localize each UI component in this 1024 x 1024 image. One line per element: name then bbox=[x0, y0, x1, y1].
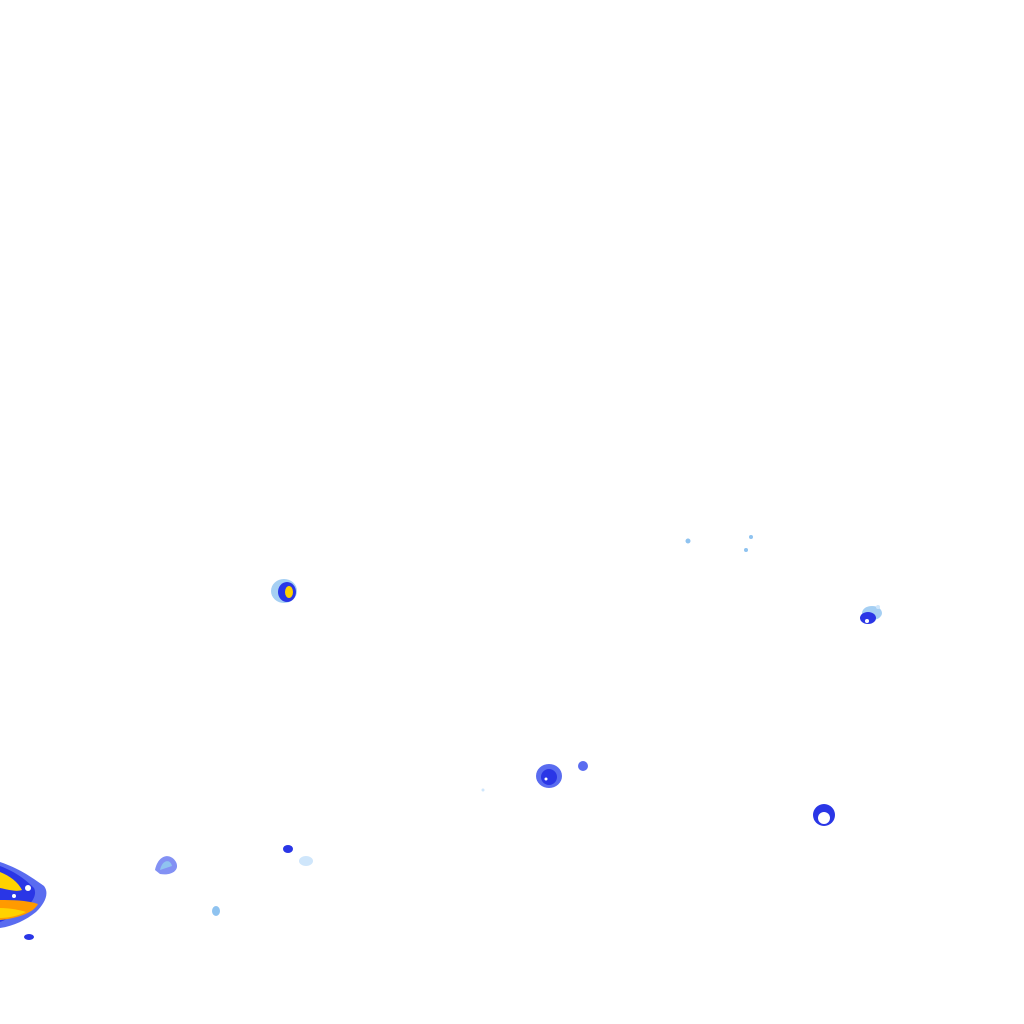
precip-cell-f bbox=[0, 862, 47, 928]
precip-cell-c2 bbox=[578, 761, 588, 771]
precip-cell-c bbox=[536, 764, 562, 788]
precip-cell-a bbox=[271, 579, 297, 603]
precip-cell-b bbox=[860, 606, 882, 624]
precip-cell-d bbox=[813, 804, 835, 826]
precip-specks bbox=[481, 535, 880, 792]
precip-cell-e bbox=[24, 845, 313, 940]
